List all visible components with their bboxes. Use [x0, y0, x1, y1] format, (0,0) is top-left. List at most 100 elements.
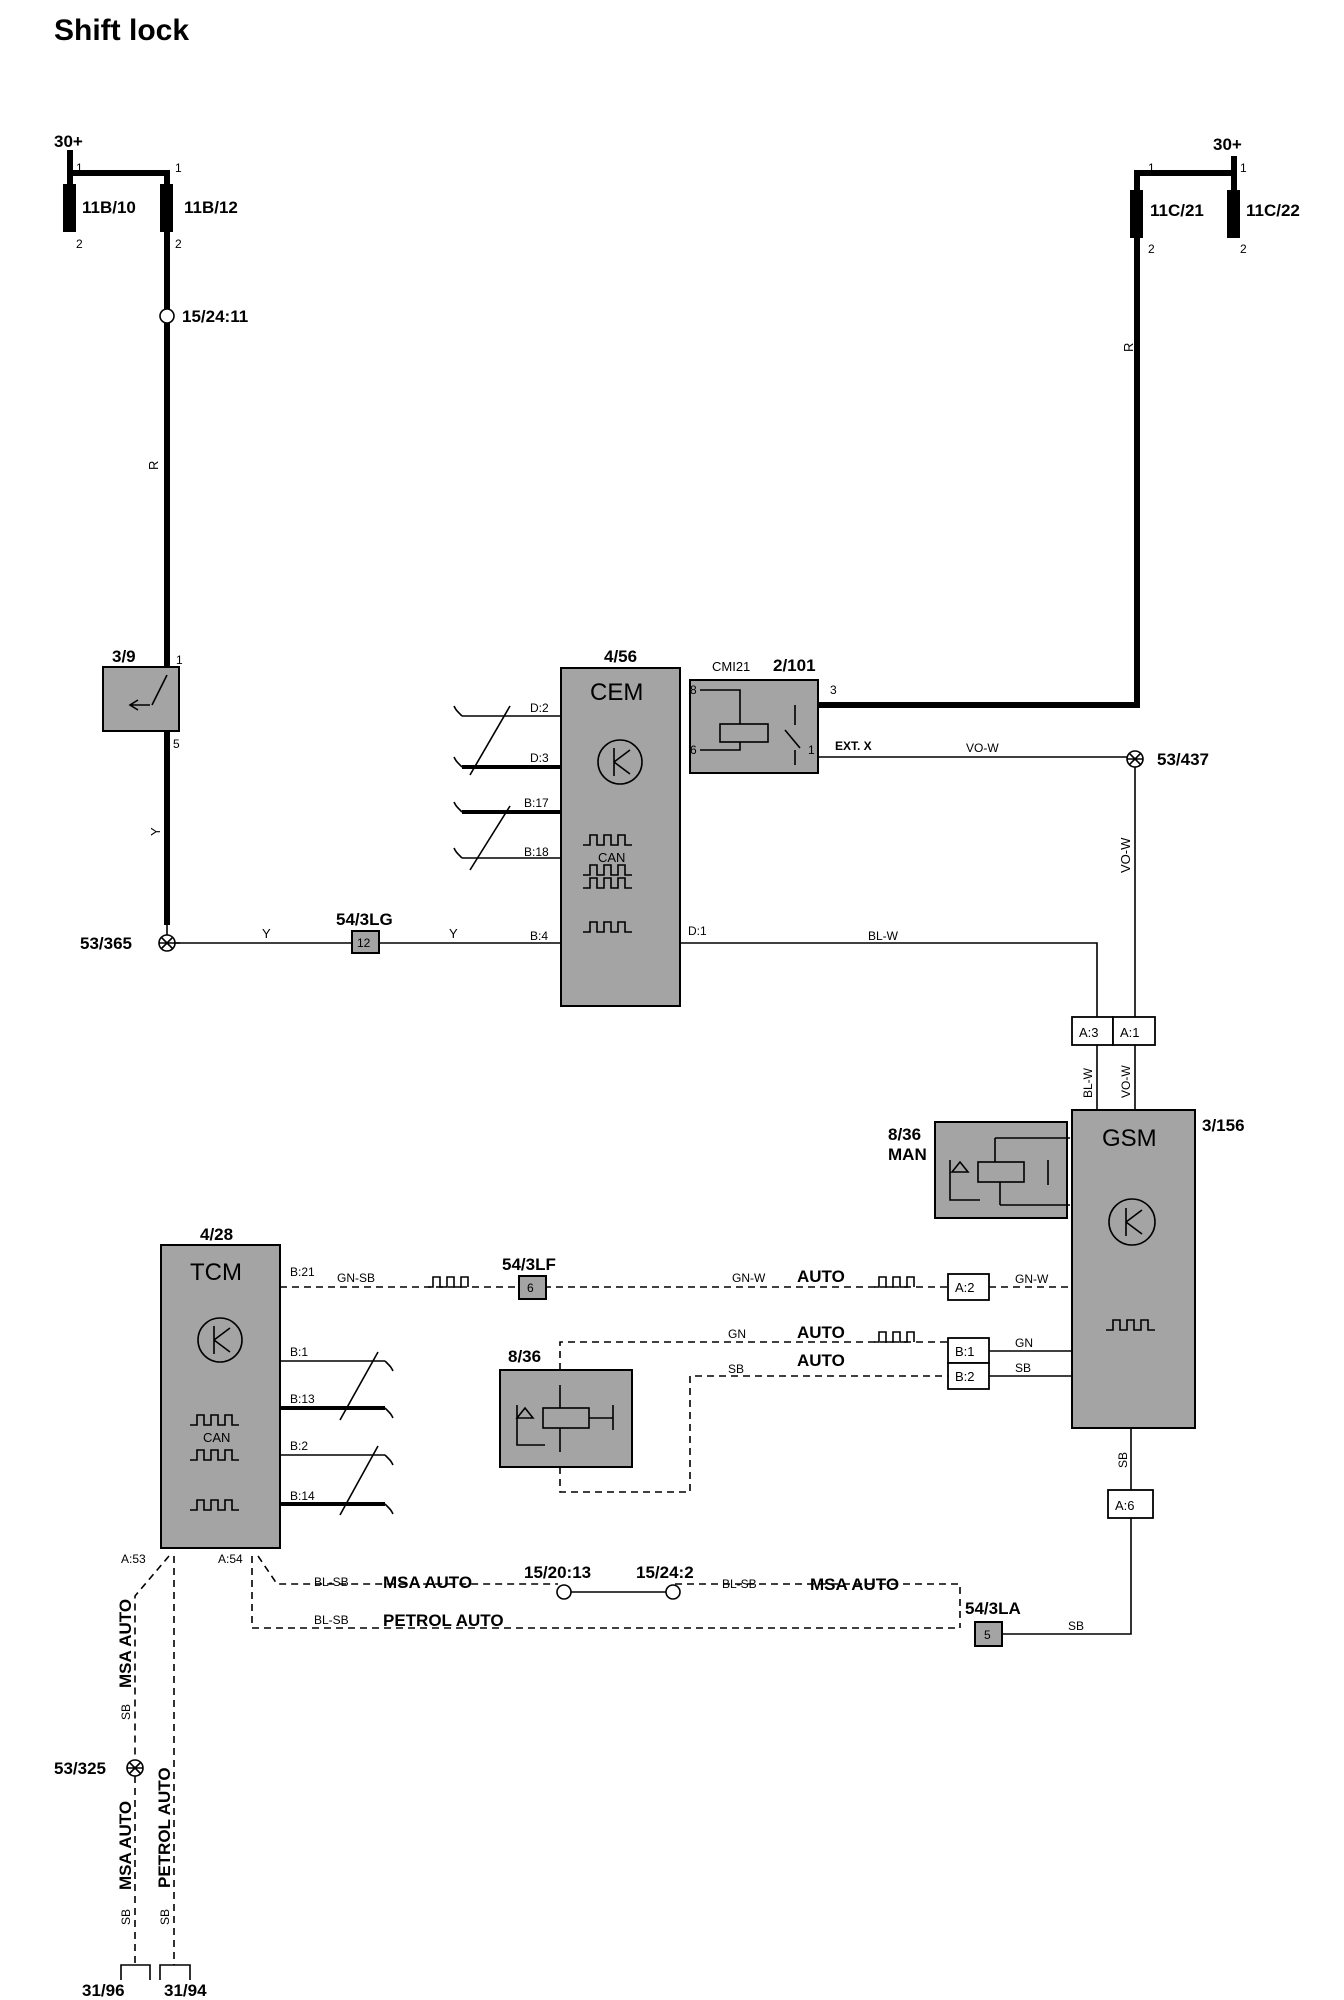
connector-label: B:2 — [290, 1439, 308, 1453]
relay-symbol — [700, 689, 801, 765]
pin-label: 1 — [1240, 161, 1247, 175]
wire-color-label: GN — [1015, 1336, 1033, 1350]
wire-color-label: R — [1121, 343, 1136, 352]
component-label: 8/36 — [508, 1347, 541, 1366]
connector-b1 — [947, 1337, 990, 1364]
splice-15-24-11 — [159, 308, 175, 324]
connector-a1 — [1112, 1016, 1156, 1046]
wire-color-label: Y — [449, 926, 458, 941]
can-label: CAN — [203, 1430, 230, 1445]
can-wire-thin — [280, 1360, 385, 1456]
wire-color-label: SB — [158, 1909, 172, 1925]
fuse-11b10 — [63, 184, 76, 232]
pin-label: 2 — [175, 237, 182, 251]
pulse-icon — [190, 1449, 239, 1461]
pin-label: 6 — [690, 743, 697, 757]
component-label: 8/36 — [888, 1125, 921, 1144]
wire-color-label: SB — [1068, 1619, 1084, 1633]
wire-color-label: BL-W — [868, 929, 899, 943]
connector-label: A:54 — [218, 1552, 243, 1566]
wire-gn-sb-gsm — [989, 1350, 1072, 1377]
connector-label: B:1 — [290, 1345, 308, 1359]
splice-cross — [159, 936, 175, 950]
transistor-icon — [597, 739, 643, 785]
wire-bl-sb — [251, 1555, 961, 1629]
fuse-11c21 — [1130, 190, 1143, 238]
wire-color-label: GN-W — [732, 1271, 766, 1285]
fuse-label-11c21: 11C/21 — [1150, 201, 1204, 220]
wire-color-label: SB — [728, 1362, 744, 1376]
fuse-11b12 — [160, 184, 173, 232]
connector-54-3lg — [351, 930, 380, 954]
connector-label: A:1 — [1120, 1025, 1140, 1040]
connector-label: B:2 — [955, 1369, 975, 1384]
variant-label: AUTO — [797, 1267, 845, 1286]
pulse-icon — [1106, 1319, 1155, 1331]
pulse-icon — [428, 1276, 469, 1288]
variant-label: MSA AUTO — [116, 1801, 135, 1890]
module-name-cem: CEM — [590, 679, 643, 706]
wire-break — [453, 705, 463, 859]
variant-label: PETROL AUTO — [155, 1767, 174, 1888]
wire-color-label: VO-W — [1119, 1065, 1133, 1098]
splice-label: 53/437 — [1157, 750, 1209, 769]
connector-label: B:21 — [290, 1265, 315, 1279]
pin-label: 3 — [830, 683, 837, 697]
fuse-label-11c22: 11C/22 — [1246, 201, 1300, 220]
switch-3-9 — [102, 666, 180, 732]
variant-label: MSA AUTO — [810, 1575, 899, 1594]
component-label: MAN — [888, 1145, 927, 1164]
transistor-icon — [197, 1317, 243, 1363]
ext-x-label: EXT. X — [835, 739, 872, 753]
wire-break — [384, 1360, 394, 1515]
wire-color-label: VO-W — [966, 741, 999, 755]
wire-gn-sb-relay — [559, 1341, 948, 1493]
can-wire-thick — [280, 1406, 385, 1506]
connector-label: B:1 — [955, 1344, 975, 1359]
relay-coil — [719, 723, 769, 743]
pin-label: 2 — [76, 237, 83, 251]
twist-mark — [469, 705, 511, 871]
pulse-icon — [583, 921, 632, 933]
variant-label: AUTO — [797, 1323, 845, 1342]
connector-label: B:14 — [290, 1489, 315, 1503]
pulse-icon — [874, 1331, 915, 1343]
diagram-title: Shift lock — [54, 14, 189, 47]
splice-cross — [1127, 752, 1143, 766]
pulse-icon — [583, 877, 632, 889]
connector-label: D:2 — [530, 701, 549, 715]
wire-color-label: SB — [119, 1909, 133, 1925]
connector-a2 — [947, 1273, 990, 1301]
wire-color-label: SB — [1015, 1361, 1031, 1375]
splice-label: 53/325 — [54, 1759, 106, 1778]
wire-to-gsm — [1096, 1045, 1136, 1110]
relay-symbol — [949, 1137, 1070, 1206]
component-label: 54/3LG — [336, 910, 393, 929]
wire-color-label: SB — [1116, 1452, 1130, 1468]
module-gsm — [1071, 1109, 1196, 1429]
connector-54-3la — [974, 1621, 1003, 1647]
component-label: 54/3LA — [965, 1599, 1021, 1618]
component-label: 3/156 — [1202, 1116, 1245, 1135]
variant-label: PETROL AUTO — [383, 1611, 504, 1630]
splice-label: 15/24:2 — [636, 1563, 694, 1582]
component-label: 54/3LF — [502, 1255, 556, 1274]
module-cem — [560, 667, 681, 1007]
component-label: 2/101 — [773, 656, 816, 675]
can-wire-thin — [462, 715, 561, 859]
switch-symbol — [128, 674, 168, 711]
pin-label: 1 — [76, 161, 83, 175]
splice-cross — [127, 1761, 143, 1775]
connector-label: B:4 — [530, 929, 548, 943]
module-name-tcm: TCM — [190, 1259, 242, 1286]
pin-label: 2 — [1148, 242, 1155, 256]
module-tcm — [160, 1244, 281, 1549]
module-name-gsm: GSM — [1102, 1125, 1157, 1152]
pin-label: 1 — [175, 161, 182, 175]
fuse-11c22 — [1227, 190, 1240, 238]
splice-label: 53/365 — [80, 934, 132, 953]
variant-label: AUTO — [797, 1351, 845, 1370]
pulse-icon — [583, 864, 632, 876]
ground-label: 31/96 — [82, 1981, 125, 2000]
